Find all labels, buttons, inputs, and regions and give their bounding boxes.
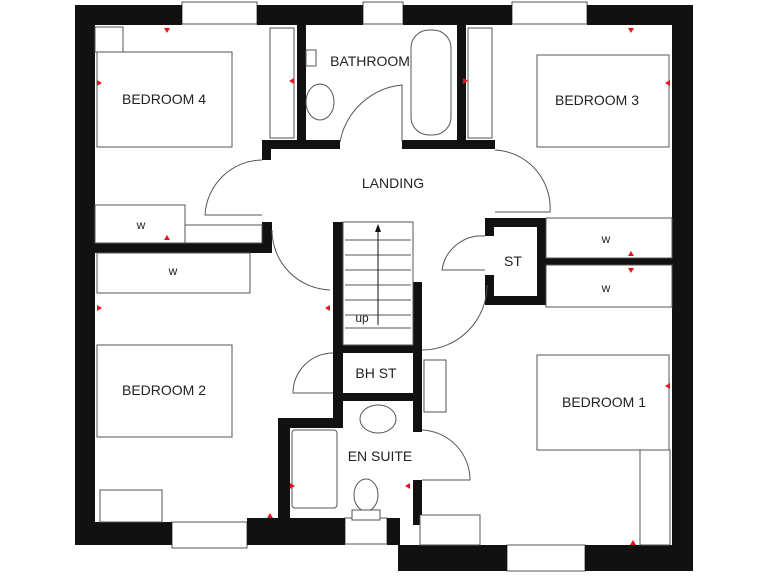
room-label-bh-store: BH ST <box>355 365 397 381</box>
room-label-store: ST <box>504 253 522 269</box>
room-label-bedroom-2: BEDROOM 2 <box>122 382 206 398</box>
room-label-bedroom-3: BEDROOM 3 <box>555 92 639 108</box>
wardrobe-label-bedroom-2: w <box>168 264 178 278</box>
interior-walls <box>95 25 672 545</box>
fixtures <box>94 26 673 546</box>
room-label-bedroom-1: BEDROOM 1 <box>562 394 646 410</box>
room-label-bedroom-4: BEDROOM 4 <box>122 91 206 107</box>
wardrobe-label-bedroom-3: w <box>601 232 611 246</box>
electrical-markers <box>97 28 670 545</box>
room-label-bathroom: BATHROOM <box>330 53 410 69</box>
wardrobe-label-bedroom-4: w <box>136 218 146 232</box>
wardrobe-label-bedroom-1: w <box>601 281 611 295</box>
stairs-up-label: up <box>355 311 369 325</box>
door-swings <box>204 84 551 481</box>
outer-walls <box>75 5 693 571</box>
room-label-landing: LANDING <box>362 175 424 191</box>
room-label-en-suite: EN SUITE <box>348 448 413 464</box>
